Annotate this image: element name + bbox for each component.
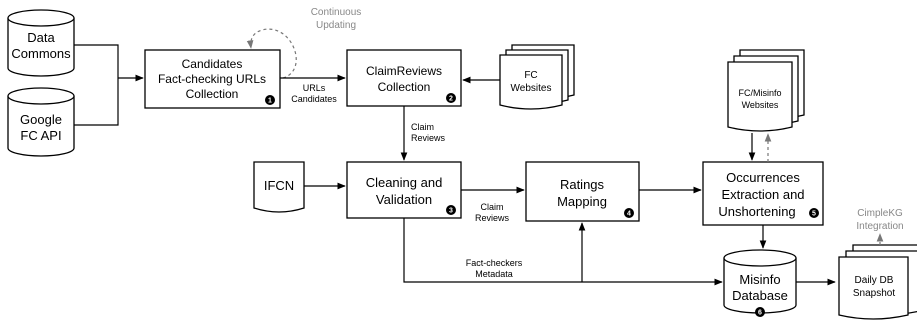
svg-text:3: 3 [449, 208, 453, 215]
ratings-step: Ratings Mapping 4 [525, 161, 640, 222]
cleaning-step: Cleaning and Validation 3 [346, 161, 462, 219]
claimreviews-to-cleaning-edge: Claim Reviews [400, 106, 446, 161]
claimreviews-label-2: Collection [378, 80, 431, 94]
continuous-updating-loop: Continuous Updating [246, 7, 362, 79]
step-badge-5 [809, 208, 819, 218]
snapshot-label-2: Snapshot [853, 288, 895, 299]
cleaning-to-ratings-edge: Claim Reviews [461, 186, 525, 223]
svg-text:5: 5 [812, 211, 816, 218]
factcheckers-metadata-label-1: Fact-checkers [466, 258, 523, 268]
candidates-label-2: Fact-checking URLs [158, 72, 266, 86]
claimreviews-label-1: ClaimReviews [366, 64, 442, 78]
fc-websites-label-2: Websites [511, 83, 552, 94]
sources-to-candidates-edge [74, 44, 144, 126]
candidates-label-3: Collection [186, 87, 239, 101]
urls-candidates-label-2: Candidates [291, 94, 337, 104]
cleaning-label-2: Validation [376, 192, 432, 207]
svg-text:1: 1 [268, 98, 272, 105]
fc-misinfo-websites-source: FC/Misinfo Websites [727, 49, 805, 132]
step-badge-2 [446, 93, 456, 103]
cleaning-label-1: Cleaning and [366, 175, 443, 190]
ratings-label-2: Mapping [557, 194, 607, 209]
ifcn-label: IFCN [264, 178, 294, 193]
continuous-updating-label-2: Updating [316, 20, 356, 31]
candidates-to-claimreviews-edge: URLs Candidates [280, 74, 346, 104]
data-commons-label-1: Data [27, 30, 55, 45]
step-badge-3 [446, 205, 456, 215]
database-label-2: Database [732, 288, 788, 303]
daily-db-snapshot: Daily DB Snapshot [838, 244, 917, 320]
svg-text:6: 6 [758, 310, 762, 317]
step-badge-6 [755, 307, 765, 317]
occurrences-label-3: Unshortening [718, 204, 795, 219]
snapshot-label-1: Daily DB [855, 275, 894, 286]
candidates-step: Candidates Fact-checking URLs Collection… [144, 49, 281, 109]
google-fc-api-label-2: FC API [20, 128, 61, 143]
svg-text:2: 2 [449, 96, 453, 103]
claimreviews-step: ClaimReviews Collection 2 [346, 49, 462, 107]
factcheckers-metadata-label-2: Metadata [475, 269, 513, 279]
database-label-1: Misinfo [739, 272, 780, 287]
data-commons-source: Data Commons [7, 9, 75, 77]
step-badge-4 [624, 208, 634, 218]
fc-websites-label-1: FC [524, 70, 537, 81]
misinfo-database: Misinfo Database 6 [723, 249, 797, 317]
claim-reviews-label-2a: Claim [480, 202, 503, 212]
data-commons-label-2: Commons [11, 46, 71, 61]
fc-websites-source: FC Websites [499, 44, 575, 110]
occurrences-step: Occurrences Extraction and Unshortening … [702, 161, 824, 226]
cimplekg-label-2: Integration [856, 221, 903, 232]
google-fc-api-source: Google FC API [7, 87, 75, 157]
occurrences-label-2: Extraction and [721, 187, 804, 202]
claim-reviews-label-1a: Claim [411, 122, 434, 132]
google-fc-api-label-1: Google [20, 112, 62, 127]
claim-reviews-label-2b: Reviews [475, 213, 510, 223]
step-badge-1 [265, 95, 275, 105]
continuous-updating-label-1: Continuous [311, 7, 362, 18]
candidates-label-1: Candidates [182, 57, 243, 71]
cimplekg-label-1: CimpleKG [857, 208, 903, 219]
ratings-label-1: Ratings [560, 177, 605, 192]
factcheckers-metadata-edge: Fact-checkers Metadata [403, 218, 723, 286]
claim-reviews-label-1b: Reviews [411, 133, 446, 143]
fc-misinfo-websites-label-1: FC/Misinfo [738, 88, 781, 98]
occurrences-label-1: Occurrences [726, 170, 800, 185]
ifcn-source: IFCN [253, 161, 305, 213]
urls-candidates-label-1: URLs [303, 83, 326, 93]
cimplekg-integration: CimpleKG Integration [856, 208, 904, 245]
fc-misinfo-websites-label-2: Websites [742, 100, 779, 110]
svg-text:4: 4 [627, 211, 631, 218]
